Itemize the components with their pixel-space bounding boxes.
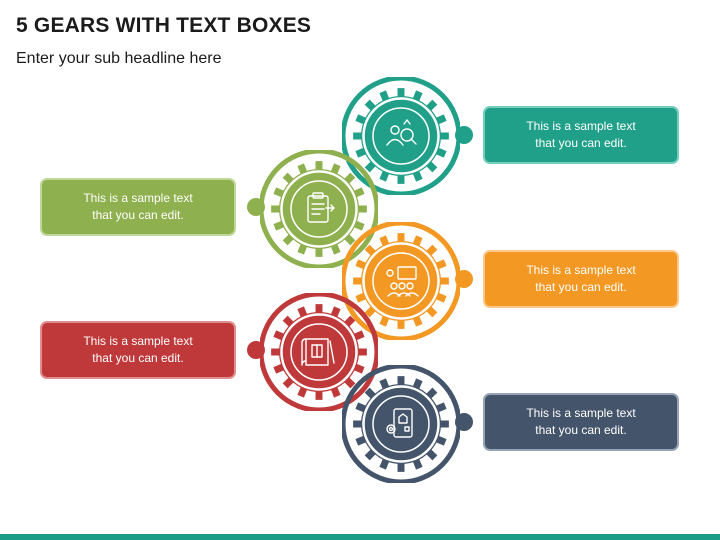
blueprint-icon (301, 338, 335, 366)
text-box-1-line-2: that you can edit. (535, 136, 627, 150)
text-box-4-line-2: that you can edit. (92, 351, 184, 365)
text-box-5-line-1: This is a sample text (526, 406, 636, 420)
team-presentation-icon (386, 266, 419, 297)
connector-dot-2 (247, 198, 265, 216)
text-box-5[interactable]: This is a sample text that you can edit. (483, 393, 679, 451)
text-box-2-line-1: This is a sample text (83, 191, 193, 205)
text-box-5-line-2: that you can edit. (535, 423, 627, 437)
gear-1 (342, 77, 460, 195)
gear-2 (260, 150, 378, 268)
connector-dot-4 (247, 341, 265, 359)
text-box-3-line-2: that you can edit. (535, 280, 627, 294)
text-box-1[interactable]: This is a sample text that you can edit. (483, 106, 679, 164)
text-box-1-line-1: This is a sample text (526, 119, 636, 133)
connector-dot-5 (455, 413, 473, 431)
team-search-icon (386, 119, 417, 146)
text-box-3[interactable]: This is a sample text that you can edit. (483, 250, 679, 308)
text-box-2[interactable]: This is a sample text that you can edit. (40, 178, 236, 236)
text-box-4-line-1: This is a sample text (83, 334, 193, 348)
text-box-2-line-2: that you can edit. (92, 208, 184, 222)
page-subtitle: Enter your sub headline here (16, 50, 222, 67)
page-title: 5 GEARS WITH TEXT BOXES (16, 14, 312, 37)
bottom-accent-bar (0, 534, 720, 540)
connector-dot-1 (455, 126, 473, 144)
text-box-4[interactable]: This is a sample text that you can edit. (40, 321, 236, 379)
text-box-3-line-1: This is a sample text (526, 263, 636, 277)
gear-3 (342, 222, 460, 340)
connector-dot-3 (455, 270, 473, 288)
tablet-settings-icon (386, 408, 413, 438)
clipboard-checklist-icon (307, 192, 335, 223)
gear-5 (342, 365, 460, 483)
